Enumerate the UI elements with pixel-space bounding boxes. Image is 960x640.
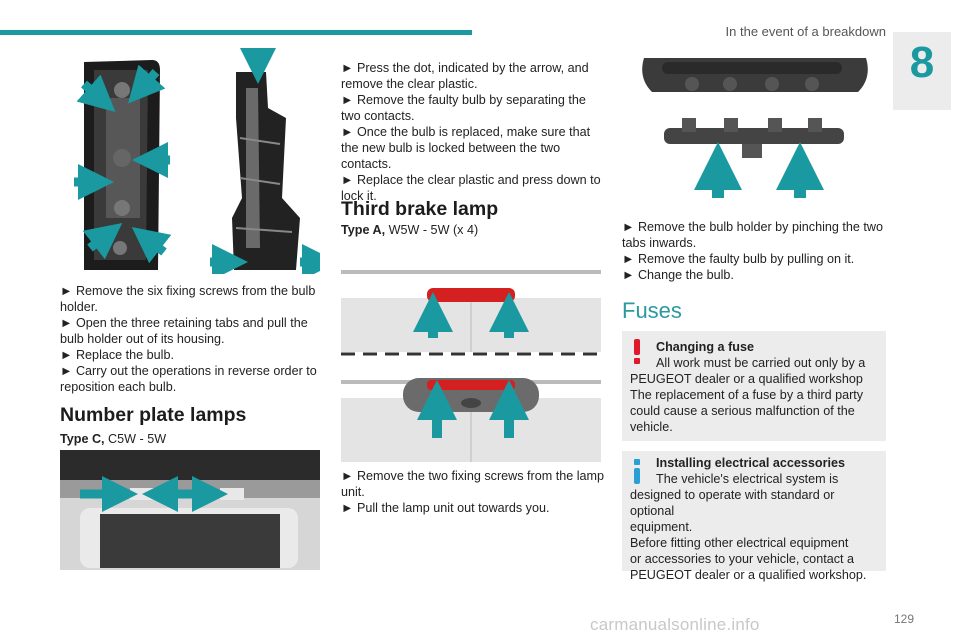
step-text: ► Change the bulb. bbox=[622, 268, 734, 282]
bulb-type-line: Type A, W5W - 5W (x 4) bbox=[341, 223, 478, 237]
step-text: ► Press the dot, indicated by the arrow,… bbox=[341, 61, 589, 91]
header-accent-bar bbox=[0, 30, 472, 35]
section-heading-fuses: Fuses bbox=[622, 298, 682, 323]
bulb-type-value: W5W - 5W (x 4) bbox=[385, 223, 479, 237]
chapter-number: 8 bbox=[909, 38, 935, 87]
warning-text: Changing a fuse All work must be carried… bbox=[630, 339, 882, 435]
bulb-holder-steps: ► Remove the bulb holder by pinching the… bbox=[622, 219, 888, 283]
warning-line: PEUGEOT dealer or a qualified workshop bbox=[630, 372, 863, 386]
brake-lamp-lens bbox=[427, 288, 515, 302]
chapter-tab bbox=[893, 32, 951, 110]
info-line: The vehicle's electrical system is bbox=[656, 472, 839, 486]
rear-lamp-steps: ► Remove the six fixing screws from the … bbox=[60, 283, 322, 395]
bulb-type-label: Type C, bbox=[60, 432, 105, 446]
bulb-type-value: C5W - 5W bbox=[104, 432, 167, 446]
step-text: ► Once the bulb is replaced, make sure t… bbox=[341, 125, 591, 171]
warning-title: Changing a fuse bbox=[656, 340, 754, 354]
step-text: ► Carry out the operations in reverse or… bbox=[60, 364, 317, 394]
warning-line: vehicle. bbox=[630, 420, 673, 434]
info-line: Before fitting other electrical equipmen… bbox=[630, 536, 849, 550]
info-line: PEUGEOT dealer or a qualified workshop. bbox=[630, 568, 867, 582]
step-text: ► Replace the bulb. bbox=[60, 348, 174, 362]
bulb-holder-board-shape bbox=[232, 72, 300, 270]
bulb-holder-illustration bbox=[642, 58, 868, 198]
info-line: designed to operate with standard or opt… bbox=[630, 488, 835, 518]
chapter-title: In the event of a breakdown bbox=[725, 24, 886, 39]
info-title: Installing electrical accessories bbox=[656, 456, 846, 470]
step-text: ► Remove the faulty bulb by pulling on i… bbox=[622, 252, 855, 266]
step-text: ► Replace the clear plastic and press do… bbox=[341, 173, 601, 203]
number-plate-lamp-illustration bbox=[60, 450, 320, 570]
third-brake-prep-steps: ► Press the dot, indicated by the arrow,… bbox=[341, 60, 605, 204]
info-line: equipment. bbox=[630, 520, 693, 534]
warning-note: Changing a fuse All work must be carried… bbox=[622, 331, 886, 441]
warning-line: could cause a serious malfunction of the bbox=[630, 404, 855, 418]
warning-line: The replacement of a fuse by a third par… bbox=[630, 388, 864, 402]
bulb-type-label: Type A, bbox=[341, 223, 386, 237]
rear-lamp-illustration bbox=[74, 48, 320, 274]
watermark: carmanualsonline.info bbox=[590, 615, 760, 634]
section-heading-third-brake: Third brake lamp bbox=[341, 198, 499, 220]
step-text: ► Remove the faulty bulb by separating t… bbox=[341, 93, 586, 123]
exclamation-icon bbox=[634, 339, 640, 364]
third-brake-removal-steps: ► Remove the two fixing screws from the … bbox=[341, 468, 605, 516]
section-heading-number-plate: Number plate lamps bbox=[60, 404, 247, 426]
third-brake-lamp-illustration bbox=[341, 270, 601, 462]
info-text: Installing electrical accessories The ve… bbox=[630, 455, 882, 583]
info-note: Installing electrical accessories The ve… bbox=[622, 451, 886, 582]
bulb-type-line: Type C, C5W - 5W bbox=[60, 432, 166, 446]
info-line: or accessories to your vehicle, contact … bbox=[630, 552, 854, 566]
warning-line: All work must be carried out only by a bbox=[656, 356, 866, 370]
info-icon bbox=[634, 459, 640, 484]
step-text: ► Pull the lamp unit out towards you. bbox=[341, 501, 550, 515]
page-number: 129 bbox=[893, 612, 914, 626]
step-text: ► Open the three retaining tabs and pull… bbox=[60, 316, 308, 346]
step-text: ► Remove the bulb holder by pinching the… bbox=[622, 220, 883, 250]
step-text: ► Remove the two fixing screws from the … bbox=[341, 469, 605, 499]
step-text: ► Remove the six fixing screws from the … bbox=[60, 284, 316, 314]
